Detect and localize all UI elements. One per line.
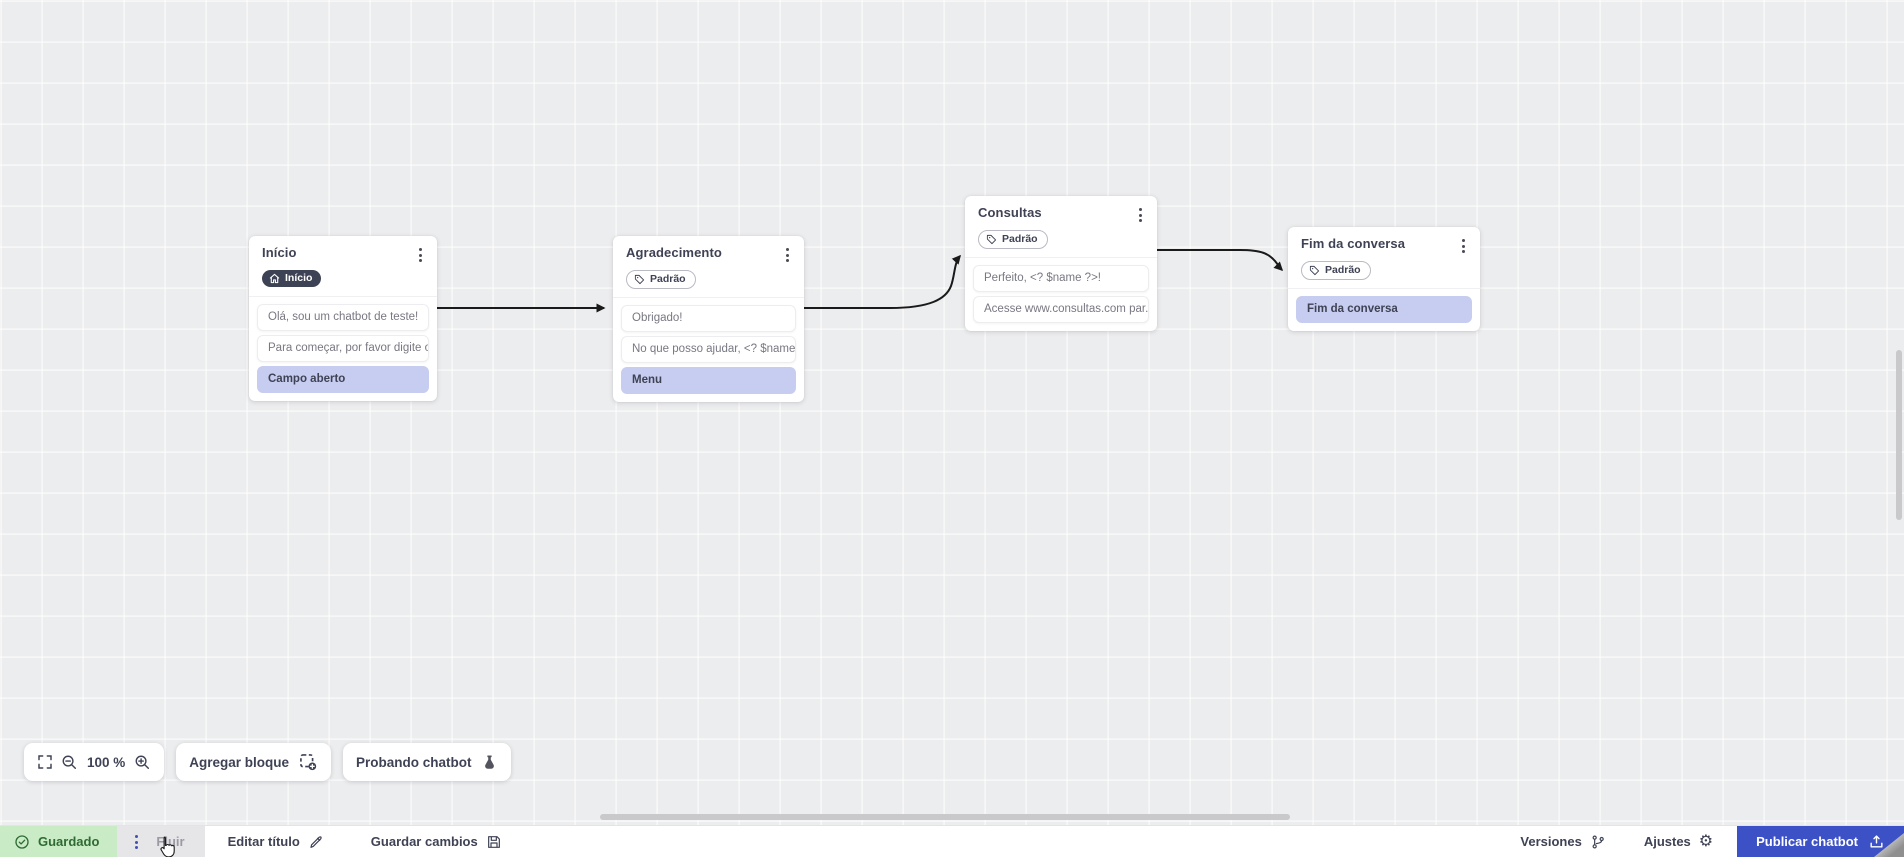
zoom-out-button[interactable] bbox=[61, 754, 78, 771]
message-bubble[interactable]: Obrigado! bbox=[621, 305, 796, 332]
flask-icon bbox=[484, 755, 494, 769]
badge-label: Padrão bbox=[1002, 233, 1038, 245]
upload-icon bbox=[1870, 835, 1883, 848]
tag-icon bbox=[1309, 265, 1320, 276]
badge-label: Padrão bbox=[650, 273, 686, 285]
flow-tab-label: Fluir bbox=[156, 834, 185, 849]
versions-button[interactable]: Versiones bbox=[1501, 826, 1624, 857]
test-chatbot-button[interactable]: Probando chatbot bbox=[343, 743, 511, 781]
add-block-button[interactable]: Agregar bloque bbox=[176, 743, 332, 781]
node-type-badge: Início bbox=[262, 270, 322, 287]
save-icon bbox=[487, 835, 500, 848]
git-branch-icon bbox=[1592, 835, 1604, 848]
node-body: Olá, sou um chatbot de teste! Para começ… bbox=[249, 297, 437, 401]
add-block-label: Agregar bloque bbox=[189, 754, 290, 770]
vertical-scrollbar[interactable] bbox=[1896, 350, 1902, 520]
saved-status-badge: Guardado bbox=[0, 826, 118, 857]
check-circle-icon bbox=[15, 834, 29, 849]
node-inicio[interactable]: Início Início Olá, sou um chatbot de tes… bbox=[249, 236, 437, 401]
node-menu-button[interactable] bbox=[1136, 206, 1145, 224]
tag-icon bbox=[986, 234, 997, 245]
tag-icon bbox=[634, 274, 645, 285]
horizontal-scrollbar[interactable] bbox=[600, 814, 1290, 820]
zoom-in-button[interactable] bbox=[134, 754, 151, 771]
node-body: Obrigado! No que posso ajudar, <? $name … bbox=[613, 298, 804, 402]
node-type-badge: Padrão bbox=[626, 270, 696, 289]
node-body: Perfeito, <? $name ?>! Acesse www.consul… bbox=[965, 258, 1157, 331]
edit-title-button[interactable]: Editar título bbox=[205, 826, 343, 857]
zoom-in-icon bbox=[135, 755, 150, 769]
node-body: Fim da conversa bbox=[1288, 289, 1480, 331]
message-bubble[interactable]: No que posso ajudar, <? $name ... bbox=[621, 336, 796, 363]
home-icon bbox=[269, 273, 280, 284]
edge-agradecimento-consultas bbox=[804, 254, 961, 309]
drag-handle-icon bbox=[132, 833, 141, 851]
settings-label: Ajustes bbox=[1643, 834, 1691, 849]
message-bubble[interactable]: Olá, sou um chatbot de teste! bbox=[257, 304, 429, 331]
settings-button[interactable]: Ajustes ⚙ bbox=[1625, 826, 1737, 857]
node-menu-button[interactable] bbox=[783, 246, 792, 264]
saved-label: Guardado bbox=[38, 834, 100, 849]
statusbar: Guardado Fluir Editar título Guardar cam… bbox=[0, 825, 1904, 857]
node-type-badge: Padrão bbox=[978, 230, 1048, 249]
badge-label: Início bbox=[285, 272, 313, 284]
versions-label: Versiones bbox=[1520, 834, 1582, 849]
zoom-controls: 100 % bbox=[24, 743, 165, 781]
node-header: Consultas Padrão bbox=[965, 196, 1157, 258]
node-header: Agradecimento Padrão bbox=[613, 236, 804, 298]
flow-canvas[interactable]: Início Início Olá, sou um chatbot de tes… bbox=[0, 0, 1904, 825]
add-block-icon bbox=[300, 754, 317, 771]
pencil-icon bbox=[310, 835, 322, 848]
canvas-toolbar: 100 % Agregar bloque Probando chatbot bbox=[24, 743, 511, 781]
action-block-end-conversation[interactable]: Fim da conversa bbox=[1296, 296, 1472, 323]
node-title: Início bbox=[262, 245, 297, 260]
node-menu-button[interactable] bbox=[1459, 237, 1468, 255]
message-bubble[interactable]: Para começar, por favor digite o ... bbox=[257, 335, 429, 362]
node-fim-da-conversa[interactable]: Fim da conversa Padrão Fim da conversa bbox=[1288, 227, 1480, 331]
edge-consultas-fim bbox=[1157, 249, 1284, 272]
action-block-menu[interactable]: Menu bbox=[621, 367, 796, 394]
node-consultas[interactable]: Consultas Padrão Perfeito, <? $name ?>! … bbox=[965, 196, 1157, 331]
gear-icon: ⚙ bbox=[1698, 832, 1714, 850]
action-block-open-field[interactable]: Campo aberto bbox=[257, 366, 429, 393]
fit-view-button[interactable] bbox=[37, 754, 53, 770]
zoom-out-icon bbox=[62, 755, 77, 769]
test-chatbot-label: Probando chatbot bbox=[356, 754, 472, 770]
node-title: Fim da conversa bbox=[1301, 236, 1406, 251]
node-menu-button[interactable] bbox=[416, 246, 425, 264]
node-type-badge: Padrão bbox=[1301, 261, 1371, 280]
zoom-level: 100 % bbox=[87, 754, 126, 770]
statusbar-spacer bbox=[521, 826, 1502, 857]
edit-title-label: Editar título bbox=[227, 834, 300, 849]
message-bubble[interactable]: Acesse www.consultas.com par... bbox=[973, 296, 1149, 323]
fullscreen-icon bbox=[38, 755, 52, 769]
node-header: Fim da conversa Padrão bbox=[1288, 227, 1480, 289]
save-changes-label: Guardar cambios bbox=[370, 834, 478, 849]
badge-label: Padrão bbox=[1325, 264, 1361, 276]
node-agradecimento[interactable]: Agradecimento Padrão Obrigado! No que po… bbox=[613, 236, 804, 402]
node-title: Consultas bbox=[978, 205, 1042, 220]
node-header: Início Início bbox=[249, 236, 437, 297]
node-title: Agradecimento bbox=[626, 245, 722, 260]
publish-chatbot-button[interactable]: Publicar chatbot bbox=[1737, 826, 1904, 857]
publish-label: Publicar chatbot bbox=[1756, 834, 1858, 849]
save-changes-button[interactable]: Guardar cambios bbox=[343, 826, 521, 857]
message-bubble[interactable]: Perfeito, <? $name ?>! bbox=[973, 265, 1149, 292]
tab-flow[interactable]: Fluir bbox=[117, 826, 205, 857]
